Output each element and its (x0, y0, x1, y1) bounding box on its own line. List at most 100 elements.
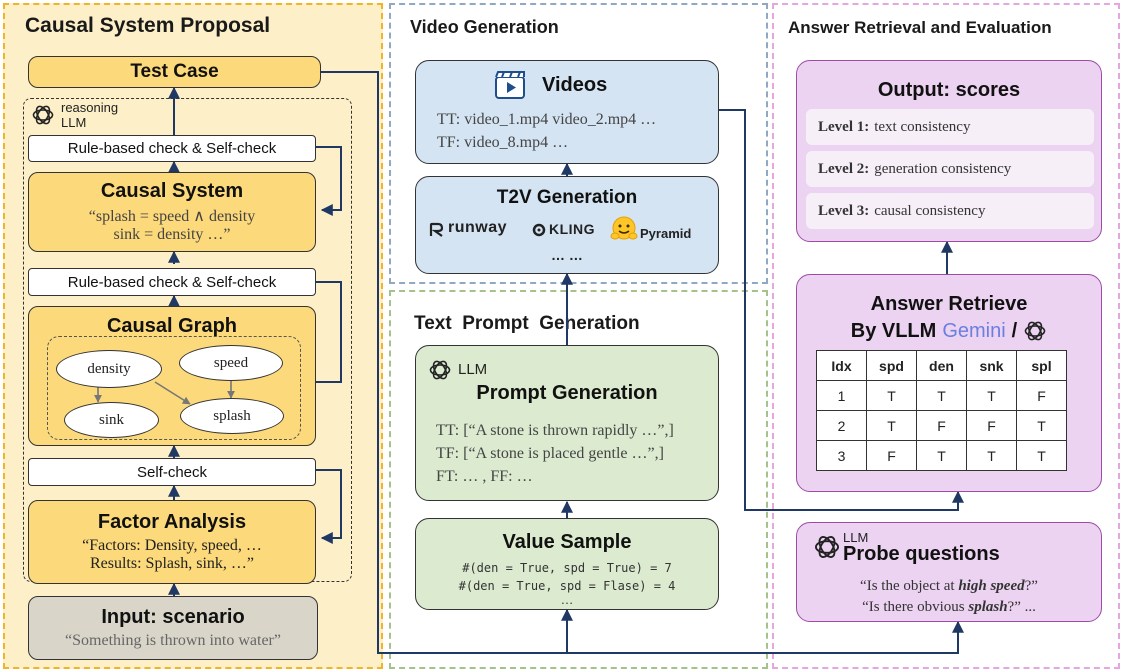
prompt-line1: TT: [“A stone is thrown rapidly …”,] (436, 422, 674, 439)
value-sample-box: Value Sample #(den = True, spd = True) =… (415, 518, 719, 610)
videos-line1: TT: video_1.mp4 video_2.mp4 … (437, 111, 657, 128)
table-cell: T (1016, 440, 1067, 471)
check-label-1: Rule-based check & Self-check (67, 140, 277, 157)
openai-icon (1024, 321, 1046, 341)
table-cell: F (916, 410, 967, 441)
table-cell: T (916, 440, 967, 471)
factor-analysis-box: Factor Analysis “Factors: Density, speed… (28, 500, 316, 584)
probe-questions-box: LLM Probe questions “Is the object at hi… (796, 522, 1102, 622)
gemini-logo: Gemini (942, 319, 1006, 342)
self-check-label: Self-check (136, 463, 208, 481)
table-cell: T (966, 380, 1017, 411)
test-case-box: Test Case (28, 56, 321, 88)
factor-line1: “Factors: Density, speed, … (82, 537, 262, 554)
table-row: 3 F T T T (816, 440, 1067, 471)
prompt-line2: TF: [“A stone is placed gentle …”,] (436, 445, 664, 462)
self-check-box: Self-check (28, 458, 316, 486)
table-cell: 2 (816, 410, 867, 441)
text-panel-title: Text Prompt Generation (414, 313, 640, 334)
causal-graph-inner-frame (47, 336, 301, 440)
level-1-row: Level 1: text consistency (806, 109, 1094, 145)
prompt-generation-box: LLM Prompt Generation TT: [“A stone is t… (415, 345, 719, 501)
slash-label: / (1011, 319, 1018, 342)
level-3-row: Level 3: causal consistency (806, 193, 1094, 229)
llm-label: LLM (61, 115, 87, 130)
node-speed: speed (179, 345, 283, 381)
videos-box: Videos TT: video_1.mp4 video_2.mp4 … TF:… (415, 60, 719, 164)
input-scenario-box: Input: scenario “Something is thrown int… (28, 596, 318, 660)
runway-label: runway (448, 219, 508, 236)
by-vllm-label: By VLLM (850, 319, 937, 342)
prompt-generation-title: Prompt Generation (476, 382, 658, 404)
answer-table: Idx spd den snk spl 1 T T T F 2 T F F T … (816, 350, 1067, 471)
kling-icon (532, 223, 546, 237)
table-header-cell: spd (866, 350, 917, 381)
video-icon (495, 71, 525, 99)
factor-line2: Results: Splash, sink, …” (89, 555, 254, 572)
reasoning-label: reasoning (61, 100, 119, 115)
level-3-text: causal consistency (874, 202, 986, 219)
output-title: Output: scores (877, 79, 1021, 101)
level-1-text: text consistency (874, 118, 971, 135)
table-header-row: Idx spd den snk spl (816, 350, 1067, 381)
probe-q2-em: splash (968, 599, 1008, 615)
prompt-line3: FT: … , FF: … (436, 468, 533, 485)
table-row: 2 T F F T (816, 410, 1067, 441)
prompt-llm-label: LLM (458, 361, 488, 378)
t2v-box: T2V Generation runway KLING Pyramid … … (415, 176, 719, 274)
t2v-dots: … … (551, 247, 583, 263)
value-sample-title: Value Sample (502, 531, 632, 553)
level-2-label: Level 2: (818, 160, 870, 177)
table-row: 1 T T T F (816, 380, 1067, 411)
probe-question-2: “Is there obvious splash?” ... (797, 599, 1101, 616)
pyramid-label: Pyramid (640, 226, 692, 241)
value-line1: #(den = True, spd = True) = 7 (462, 561, 672, 575)
level-3-label: Level 3: (818, 202, 870, 219)
table-header-cell: den (916, 350, 967, 381)
runway-icon (429, 222, 444, 237)
videos-title: Videos (542, 74, 608, 96)
table-cell: T (916, 380, 967, 411)
t2v-title: T2V Generation (496, 187, 638, 208)
probe-q2-post: ?” ... (1007, 599, 1036, 615)
reasoning-llm-label: reasoning LLM (61, 100, 118, 130)
table-cell: 3 (816, 440, 867, 471)
table-cell: F (866, 440, 917, 471)
probe-q2-pre: “Is there obvious (862, 599, 969, 615)
right-panel-title: Answer Retrieval and Evaluation (788, 18, 1052, 37)
causal-system-line1: “splash = speed ∧ density (88, 208, 256, 225)
openai-icon (32, 105, 54, 125)
openai-icon (429, 360, 451, 380)
by-vllm-line: By VLLM Gemini / (797, 319, 1101, 343)
probe-q1-pre: “Is the object at (860, 578, 959, 594)
table-cell: T (966, 440, 1017, 471)
causal-graph-edges (94, 380, 235, 405)
causal-graph-title: Causal Graph (106, 315, 238, 337)
table-header-cell: snk (966, 350, 1017, 381)
causal-system-box: Causal System “splash = speed ∧ density … (28, 172, 316, 252)
node-sink: sink (64, 402, 159, 438)
probe-q1-em: high speed (958, 578, 1025, 594)
probe-llm-label: LLM (843, 530, 869, 545)
table-cell: 1 (816, 380, 867, 411)
input-title: Input: scenario (101, 606, 245, 628)
video-panel-title: Video Generation (410, 17, 559, 37)
causal-system-title: Causal System (100, 180, 244, 202)
videos-line2: TF: video_8.mp4 … (437, 134, 569, 151)
openai-icon (814, 536, 840, 558)
node-splash: splash (180, 398, 284, 434)
left-panel-title: Causal System Proposal (25, 14, 271, 37)
table-cell: T (1016, 410, 1067, 441)
test-case-label: Test Case (130, 61, 219, 82)
check-label-2: Rule-based check & Self-check (67, 273, 277, 291)
table-header-cell: Idx (816, 350, 867, 381)
probe-title: Probe questions (843, 543, 1000, 565)
level-2-text: generation consistency (874, 160, 1012, 177)
table-cell: F (966, 410, 1017, 441)
level-2-row: Level 2: generation consistency (806, 151, 1094, 187)
table-cell: T (866, 380, 917, 411)
node-density: density (56, 350, 162, 388)
probe-question-1: “Is the object at high speed?” (797, 578, 1101, 595)
table-cell: F (1016, 380, 1067, 411)
